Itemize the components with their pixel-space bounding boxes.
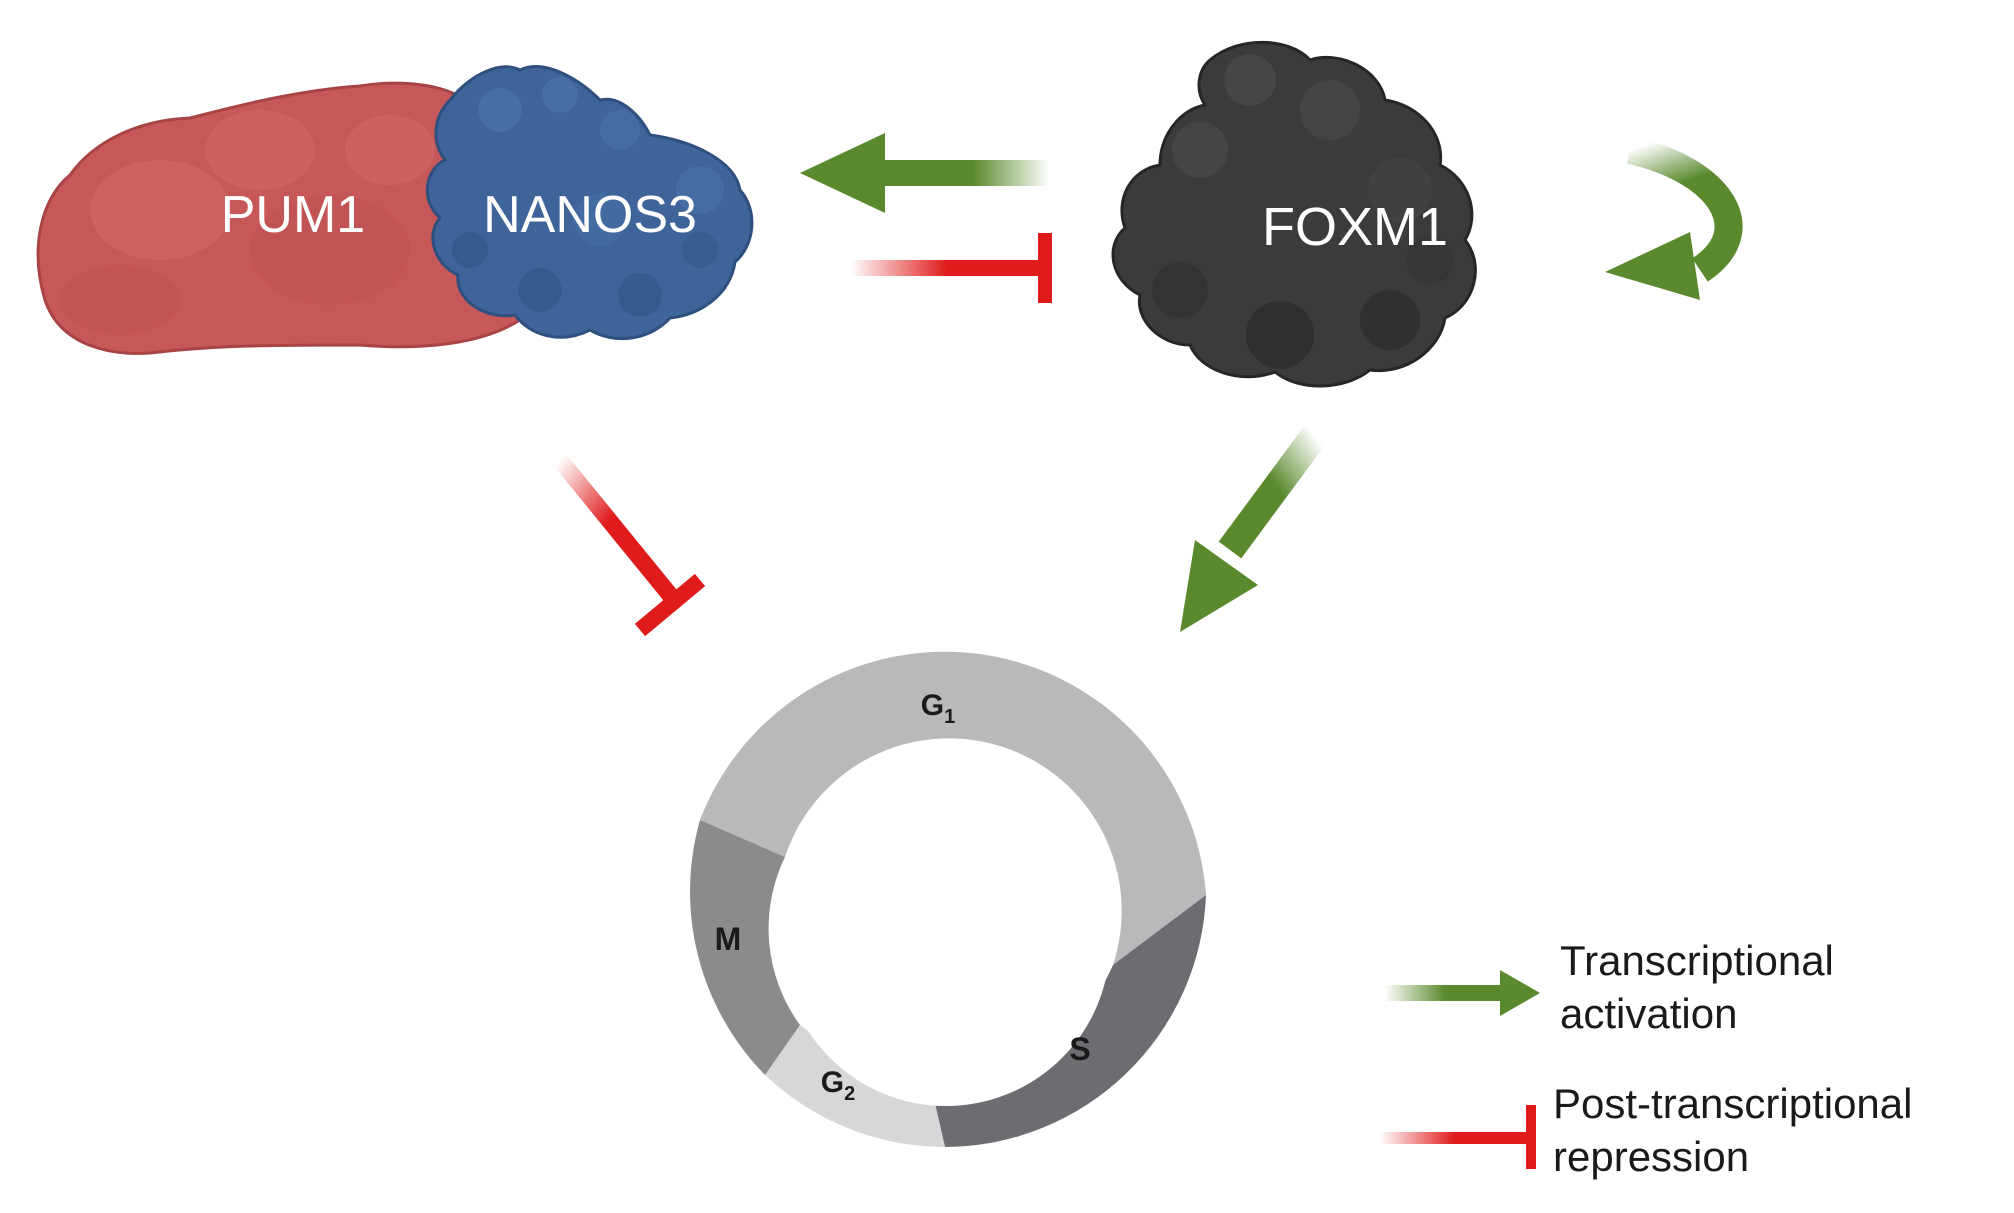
foxm1-self-activation-arrow <box>1605 136 1743 300</box>
legend-repression-bar <box>1380 1105 1536 1169</box>
pum1-represses-cell-cycle-bar <box>553 454 706 637</box>
g2-phase-segment <box>765 1025 945 1147</box>
m-phase-label: M <box>715 921 742 957</box>
pum1-label: PUM1 <box>221 186 365 244</box>
foxm1-to-cell-cycle-activation-arrow <box>1180 426 1327 632</box>
legend-repression-line1: Post-transcriptional <box>1553 1080 1912 1127</box>
foxm1-protein <box>1111 40 1477 388</box>
legend-activation-line1: Transcriptional <box>1560 937 1834 984</box>
m-phase-segment <box>690 820 800 1075</box>
foxm1-label: FOXM1 <box>1262 197 1448 257</box>
legend-activation-arrow <box>1385 970 1540 1016</box>
foxm1-to-nanos3-activation-arrow <box>800 133 1050 213</box>
nanos3-protein <box>425 65 754 341</box>
s-phase-label: S <box>1069 1031 1090 1067</box>
pum1-protein <box>36 81 522 355</box>
legend: Transcriptional activation Post-transcri… <box>1380 937 1912 1180</box>
legend-activation-line2: activation <box>1560 990 1737 1037</box>
g1-phase-label: G1 <box>921 689 955 728</box>
g1-phase-segment <box>700 651 1206 965</box>
cell-cycle-ring <box>690 651 1206 1147</box>
nanos3-represses-foxm1-bar <box>850 233 1052 303</box>
legend-repression-line2: repression <box>1553 1133 1749 1180</box>
nanos3-label: NANOS3 <box>483 186 697 244</box>
g2-phase-label: G2 <box>821 1066 855 1105</box>
